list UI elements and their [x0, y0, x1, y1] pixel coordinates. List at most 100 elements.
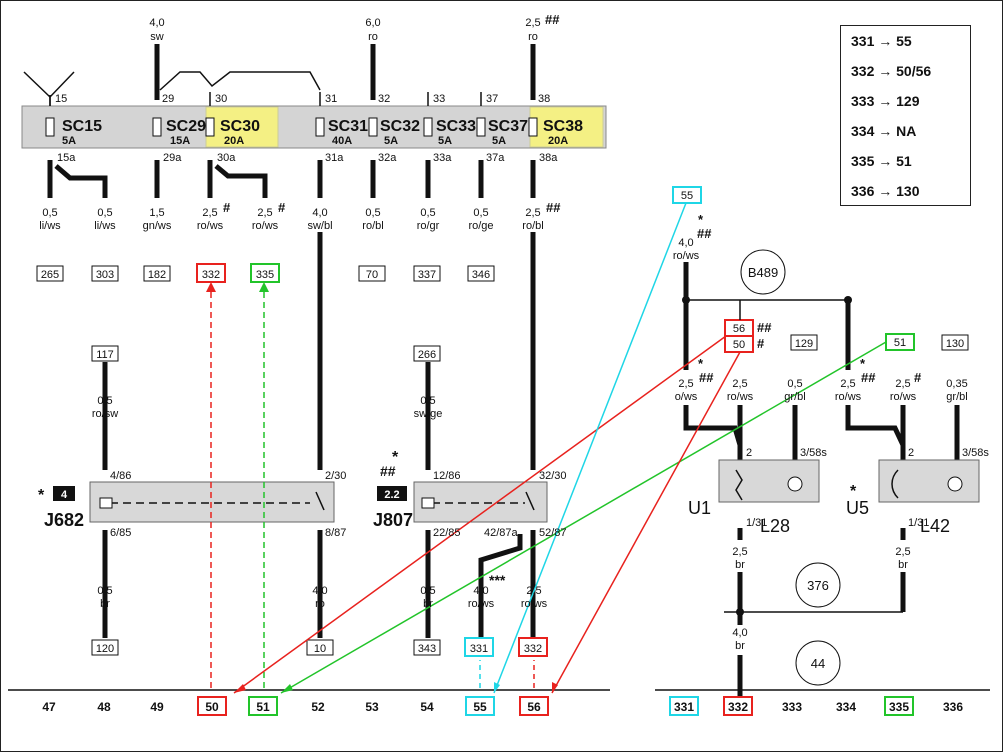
wire-color: ro [315, 598, 325, 610]
relay-star: * [392, 449, 399, 466]
fuse-name: SC37 [488, 118, 528, 135]
ref-box: 332 [202, 269, 220, 281]
wire-color: sw [150, 31, 164, 43]
wire-color: br [100, 598, 110, 610]
bottom-number: 336 [943, 700, 963, 714]
wire-size: 0,5 [42, 207, 57, 219]
bottom-number: 53 [365, 700, 379, 714]
bottom-number: 54 [420, 700, 434, 714]
relay-j807-box [413, 481, 548, 523]
bottom-number: 334 [836, 700, 856, 714]
ref-box: 117 [96, 349, 114, 361]
wire-size: 0,5 [420, 395, 435, 407]
circle-44 [795, 640, 841, 686]
pin-label: 3/58s [962, 447, 989, 459]
wire-mark: * [698, 212, 704, 227]
pin-label: 8/87 [325, 527, 346, 539]
wire-color: ro/ws [673, 250, 700, 262]
wire-size: 0,5 [473, 207, 488, 219]
ref-box: 265 [41, 269, 59, 281]
wire-mark: # [914, 370, 922, 385]
pin-label: 32/30 [539, 470, 567, 482]
l28-label: L28 [760, 516, 790, 536]
fuse-amps: 5A [62, 135, 76, 147]
ref-box: 50 [733, 339, 745, 351]
ref-box: 346 [472, 269, 490, 281]
ref-box: 343 [418, 643, 436, 655]
fuse-top-number: 29 [162, 93, 174, 105]
wire-color: gr/bl [784, 391, 805, 403]
wire-color: ro/ws [197, 220, 224, 232]
wire-color: br [735, 640, 745, 652]
wire-size: 0,5 [787, 378, 802, 390]
b489-label: B489 [748, 265, 778, 280]
wire-color: ro/gr [417, 220, 440, 232]
fuse-top-number: 32 [378, 93, 390, 105]
pin-label: 2 [908, 447, 914, 459]
bottom-number: 52 [311, 700, 325, 714]
legend-row: 334 → NA [851, 123, 917, 139]
wire-size: 0,35 [946, 378, 967, 390]
bottom-number: 48 [97, 700, 111, 714]
wire-size: 0,5 [420, 207, 435, 219]
wire-color: ro/bl [522, 220, 543, 232]
circle-376 [795, 562, 841, 608]
legend-row: 331 → 55 [851, 33, 912, 49]
fuse-sc30-highlight [205, 106, 279, 148]
wire-size: 2,5 [895, 378, 910, 390]
ref-box: 335 [256, 269, 274, 281]
fuse-amps: 5A [492, 135, 506, 147]
fuse-amps: 20A [548, 135, 568, 147]
fuse-bottom-number: 15a [57, 152, 76, 164]
wire-size: 0,5 [97, 585, 112, 597]
wire-mark: ## [699, 370, 714, 385]
legend-row: 332 → 50/56 [851, 63, 932, 79]
wire-size: 2,5 [202, 207, 217, 219]
fuse-top-number: 30 [215, 93, 227, 105]
wire-mark: * [860, 356, 866, 371]
ref-box: 51 [894, 337, 906, 349]
relay-j682-box [89, 481, 335, 523]
circle-376-label: 376 [807, 578, 829, 593]
wire-size: 2,5 [732, 546, 747, 558]
legend-row: 336 → 130 [851, 183, 920, 199]
fuse-sc38-highlight [529, 106, 604, 148]
fuse-bottom-number: 32a [378, 152, 397, 164]
fuse-name: SC33 [436, 118, 476, 135]
fuse-bottom-number: 38a [539, 152, 558, 164]
fuse-name: SC38 [543, 118, 583, 135]
wire-mark: ## [757, 320, 772, 335]
u5-module [878, 459, 980, 503]
j807-badge [377, 486, 407, 501]
legend-row: 333 → 129 [851, 93, 920, 109]
wire-color: ro/ws [727, 391, 754, 403]
pin-label: 2 [746, 447, 752, 459]
wire-color: br [735, 559, 745, 571]
wire-color: sw/ge [414, 408, 443, 420]
wire-mark: # [223, 200, 231, 215]
fuse-bottom-number: 30a [217, 152, 236, 164]
ref-box: 129 [795, 338, 813, 350]
bottom-number: 335 [889, 700, 909, 714]
legend-row: 335 → 51 [851, 153, 912, 169]
wire-color: ro [368, 31, 378, 43]
wire-color: li/ws [39, 220, 61, 232]
wire-size: 4,0 [678, 237, 693, 249]
pin-label: 4/86 [110, 470, 131, 482]
wire-color: ro/sw [92, 408, 118, 420]
ref-box: 332 [524, 643, 542, 655]
fuse-bottom-number: 33a [433, 152, 452, 164]
wire-mark: ## [545, 12, 560, 27]
wire-size: 2,5 [257, 207, 272, 219]
fuse-name: SC29 [166, 118, 206, 135]
ref-box: 120 [96, 643, 114, 655]
wire-color: ro/bl [362, 220, 383, 232]
wire-size: 4,0 [473, 585, 488, 597]
bottom-number: 333 [782, 700, 802, 714]
relay-mark: ## [380, 463, 396, 479]
wire-size: 2,5 [525, 207, 540, 219]
pin-label: 6/85 [110, 527, 131, 539]
pin-label: 52/87 [539, 527, 567, 539]
